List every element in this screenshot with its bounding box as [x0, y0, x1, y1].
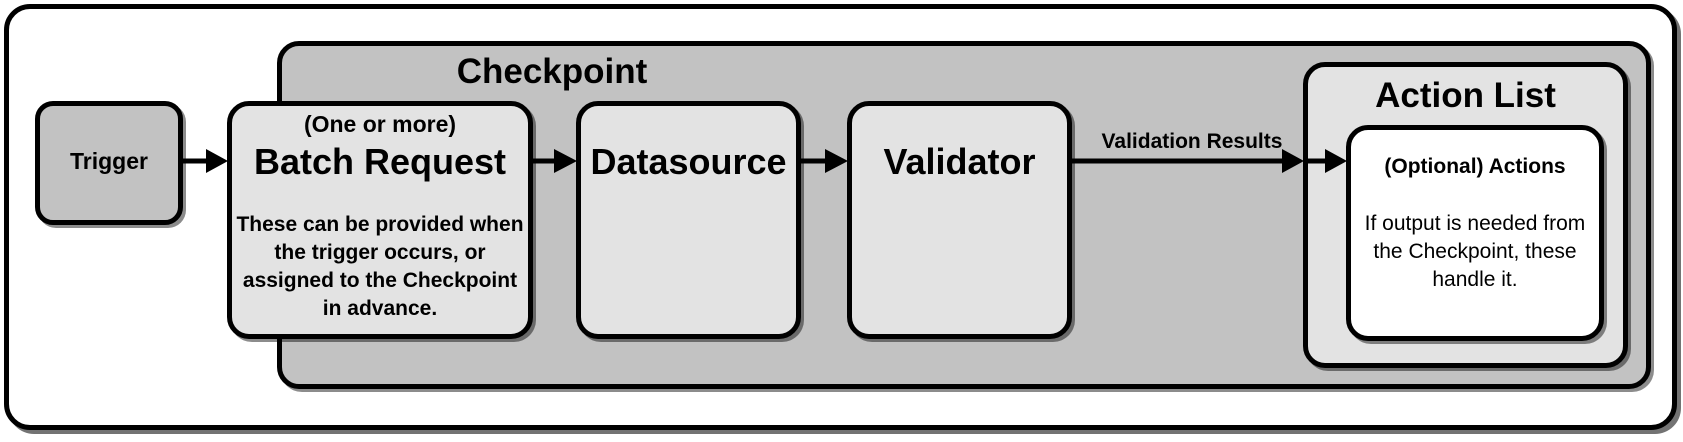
action-list-title: Action List — [1375, 76, 1556, 115]
datasource-title: Datasource — [590, 141, 787, 182]
actions-subtitle: (Optional) Actions — [1384, 155, 1566, 178]
arrowhead-action-list-to-actions — [1325, 149, 1347, 173]
batch-request-title: Batch Request — [253, 141, 507, 182]
batch-request-description: These can be provided when the trigger o… — [236, 213, 524, 320]
validator-node — [847, 101, 1072, 339]
arrowhead-datasource-to-validator — [825, 149, 848, 173]
datasource-node — [576, 101, 801, 339]
trigger-label: Trigger — [70, 148, 148, 174]
validation-results-label: Validation Results — [1101, 130, 1283, 153]
arrowhead-validator-to-action-list — [1282, 149, 1304, 173]
trigger-node — [35, 101, 183, 225]
checkpoint-title: Checkpoint — [456, 52, 648, 91]
arrowhead-trigger-to-batch — [206, 149, 228, 173]
arrowhead-batch-to-datasource — [554, 149, 577, 173]
batch-request-node — [227, 101, 533, 339]
actions-description: If output is needed from the Checkpoint,… — [1364, 212, 1586, 291]
actions-node — [1346, 125, 1604, 341]
batch-request-subtitle: (One or more) — [303, 111, 457, 137]
validator-title: Validator — [883, 141, 1036, 182]
